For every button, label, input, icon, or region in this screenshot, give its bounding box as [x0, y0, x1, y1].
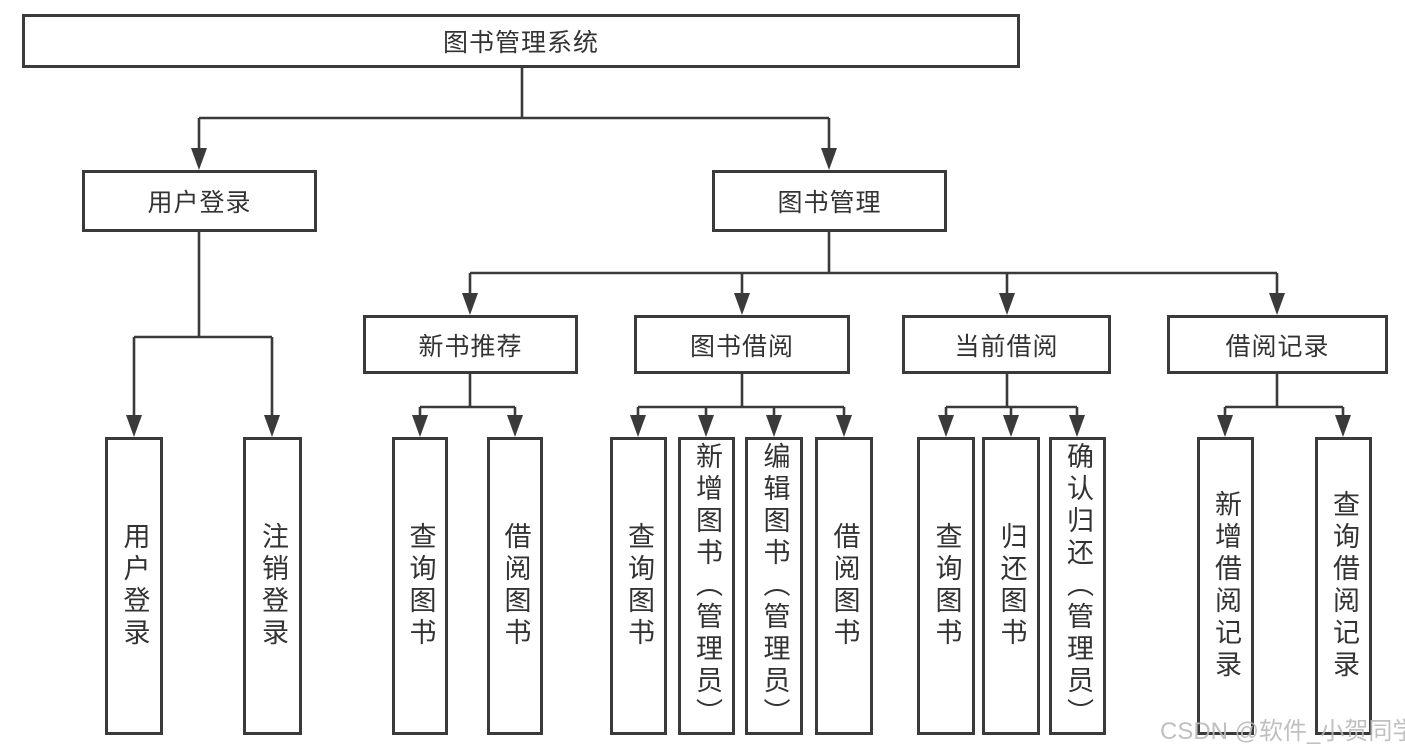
- leaf-query-books-borrowing: 查询图书: [610, 437, 667, 735]
- node-label: 借阅记录: [1225, 332, 1330, 361]
- node-label: 查询图书: [405, 522, 436, 650]
- leaf-logout: 注销登录: [243, 437, 302, 735]
- node-label: 确认归还（管理员）: [1063, 442, 1093, 730]
- node-book-management: 图书管理: [712, 170, 947, 232]
- node-library-system: 图书管理系统: [22, 14, 1020, 68]
- leaf-borrow-books-recommend: 借阅图书: [487, 437, 543, 735]
- node-label: 图书管理: [777, 189, 882, 217]
- node-borrowing-records: 借阅记录: [1167, 315, 1388, 374]
- edge-root-to-children: [191, 68, 837, 170]
- node-label: 新增借阅记录: [1211, 490, 1241, 682]
- leaf-user-login: 用户登录: [105, 437, 163, 735]
- node-current-borrowing: 当前借阅: [902, 315, 1111, 374]
- edge-book-borrowing-to-children: [630, 374, 852, 437]
- node-label: 用户登录: [147, 189, 252, 217]
- node-label: 查询借阅记录: [1329, 490, 1359, 682]
- node-label: 归还图书: [996, 522, 1027, 650]
- edge-book-management-to-children: [462, 232, 1285, 315]
- edge-current-borrowing-to-children: [938, 374, 1085, 437]
- node-label: 新增图书（管理员）: [692, 442, 722, 730]
- node-label: 图书借阅: [689, 332, 794, 361]
- node-label: 查询图书: [624, 522, 654, 650]
- node-label: 借阅图书: [829, 522, 860, 650]
- node-book-borrowing: 图书借阅: [634, 315, 850, 374]
- node-label: 当前借阅: [954, 332, 1059, 361]
- node-user-login: 用户登录: [82, 170, 317, 232]
- node-label: 编辑图书（管理员）: [759, 442, 790, 730]
- node-new-book-recommend: 新书推荐: [363, 315, 578, 374]
- leaf-add-book-admin: 新增图书（管理员）: [678, 437, 735, 735]
- csdn-watermark: CSDN @软件_小贺同学: [1160, 718, 1405, 745]
- node-label: 用户登录: [119, 522, 150, 650]
- leaf-confirm-return-admin: 确认归还（管理员）: [1049, 437, 1106, 735]
- leaf-edit-book-admin: 编辑图书（管理员）: [745, 437, 803, 735]
- leaf-borrow-books-borrowing: 借阅图书: [815, 437, 873, 735]
- node-label: 借阅图书: [500, 522, 531, 650]
- edge-user-login-to-children: [126, 232, 280, 437]
- node-label: 查询图书: [931, 522, 962, 650]
- leaf-add-borrow-record: 新增借阅记录: [1197, 437, 1254, 735]
- node-label: 注销登录: [258, 522, 288, 650]
- edge-new-book-to-children: [412, 374, 523, 437]
- leaf-return-books: 归还图书: [982, 437, 1040, 735]
- leaf-query-borrow-record: 查询借阅记录: [1315, 437, 1372, 735]
- leaf-query-books-recommend: 查询图书: [392, 437, 448, 735]
- node-label: 新书推荐: [418, 332, 523, 361]
- leaf-query-books-current: 查询图书: [917, 437, 975, 735]
- edge-borrowing-records-to-children: [1217, 374, 1351, 437]
- node-label: 图书管理系统: [442, 29, 599, 57]
